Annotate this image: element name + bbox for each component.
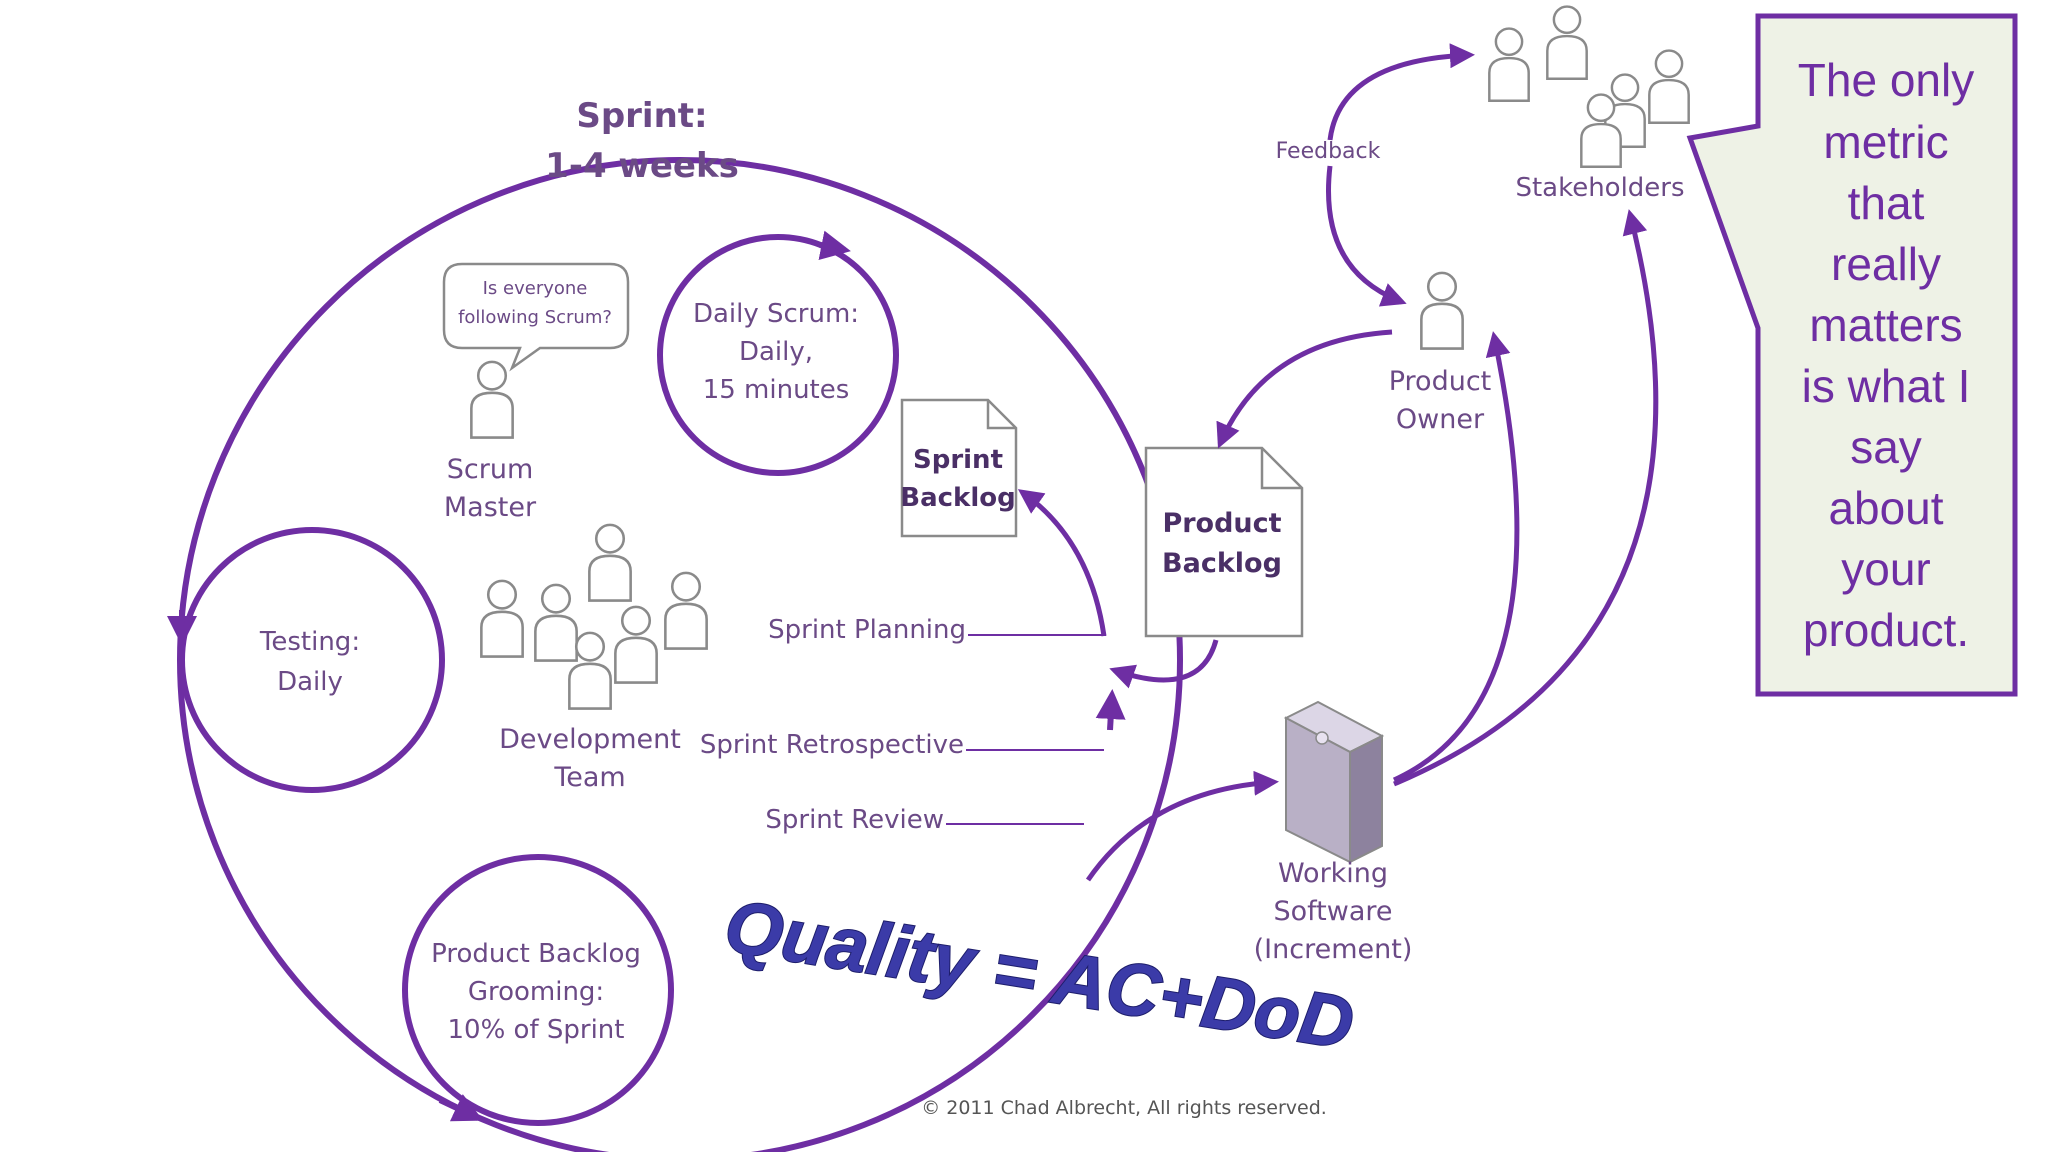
product-owner-line2: Owner (1396, 404, 1485, 435)
working-software-line2: Software (1273, 896, 1392, 927)
callout-line-7: say (1850, 421, 1922, 473)
callout-line-6: is what I (1802, 360, 1971, 412)
arrow-sprint-to-software (1085, 770, 1279, 882)
sprint-review-label: Sprint Review (765, 805, 944, 835)
speech-bubble-line1: Is everyone (483, 278, 588, 299)
copyright-notice: © 2011 Chad Albrecht, All rights reserve… (921, 1097, 1327, 1119)
working-software-line1: Working (1278, 858, 1388, 889)
daily-scrum-circle (657, 234, 899, 476)
daily-scrum-line3: 15 minutes (703, 375, 850, 405)
product-backlog-line2: Backlog (1162, 548, 1282, 579)
dev-team-line2: Team (553, 762, 625, 793)
stakeholders-label: Stakeholders (1515, 173, 1684, 203)
dev-team-line1: Development (499, 724, 681, 755)
scrum-master-icon (470, 360, 514, 439)
sprint-title-line2: 1-4 weeks (545, 146, 739, 186)
speech-bubble (442, 262, 630, 372)
callout-box (1686, 13, 2018, 697)
speech-bubble-line2: following Scrum? (458, 307, 612, 328)
arrow-sprint-to-sprint-backlog (1017, 489, 1107, 637)
callout-line-5: matters (1809, 299, 1962, 351)
scrum-master-line2: Master (444, 492, 537, 523)
stakeholders-icon (1488, 5, 1690, 168)
daily-scrum-line1: Daily Scrum: (693, 299, 859, 329)
product-owner-line1: Product (1389, 366, 1492, 397)
sprint-arrow-bottom (438, 1094, 484, 1122)
product-backlog-document (1144, 446, 1304, 638)
feedback-label: Feedback (1276, 139, 1381, 164)
sprint-planning-label: Sprint Planning (768, 615, 966, 645)
callout-line-9: your (1841, 543, 1930, 595)
server-icon (1283, 700, 1385, 864)
arrow-owner-to-product-backlog (1216, 329, 1393, 449)
grooming-line2: Grooming: (468, 977, 604, 1007)
callout-line-8: about (1828, 482, 1943, 534)
arrow-feedback-to-owner (1326, 165, 1407, 307)
development-team-icon (480, 523, 708, 710)
testing-line1: Testing: (259, 627, 360, 657)
quality-formula: Quality = AC+DoD (719, 884, 1359, 1065)
sprint-retrospective-label: Sprint Retrospective (700, 730, 964, 760)
daily-scrum-line2: Daily, (739, 337, 813, 367)
callout-line-2: metric (1823, 116, 1948, 168)
product-owner-icon (1420, 271, 1464, 350)
callout-line-1: The only (1798, 54, 1974, 106)
sprint-arrow-right (1095, 689, 1126, 731)
sprint-backlog-line1: Sprint (913, 445, 1003, 475)
callout-line-4: really (1831, 238, 1941, 290)
grooming-circle (402, 854, 674, 1126)
arrow-software-to-owner (1392, 331, 1520, 783)
testing-circle (179, 527, 445, 793)
arrow-feedback-to-stakeholders (1327, 43, 1475, 141)
callout-text: The only metric that really matters is w… (1798, 54, 1974, 656)
arrow-product-backlog-to-sprint (1109, 639, 1219, 689)
sprint-title-line1: Sprint: (576, 96, 707, 136)
sprint-backlog-line2: Backlog (900, 483, 1015, 513)
grooming-line1: Product Backlog (431, 939, 641, 969)
working-software-line3: (Increment) (1254, 934, 1413, 965)
scrum-master-line1: Scrum (447, 454, 534, 485)
arrow-software-to-stakeholders (1393, 209, 1659, 787)
sprint-backlog-document (900, 398, 1018, 538)
callout-line-10: product. (1803, 604, 1969, 656)
testing-line2: Daily (277, 667, 343, 697)
grooming-line3: 10% of Sprint (448, 1015, 625, 1045)
callout-line-3: that (1848, 177, 1925, 229)
product-backlog-line1: Product (1162, 508, 1281, 539)
